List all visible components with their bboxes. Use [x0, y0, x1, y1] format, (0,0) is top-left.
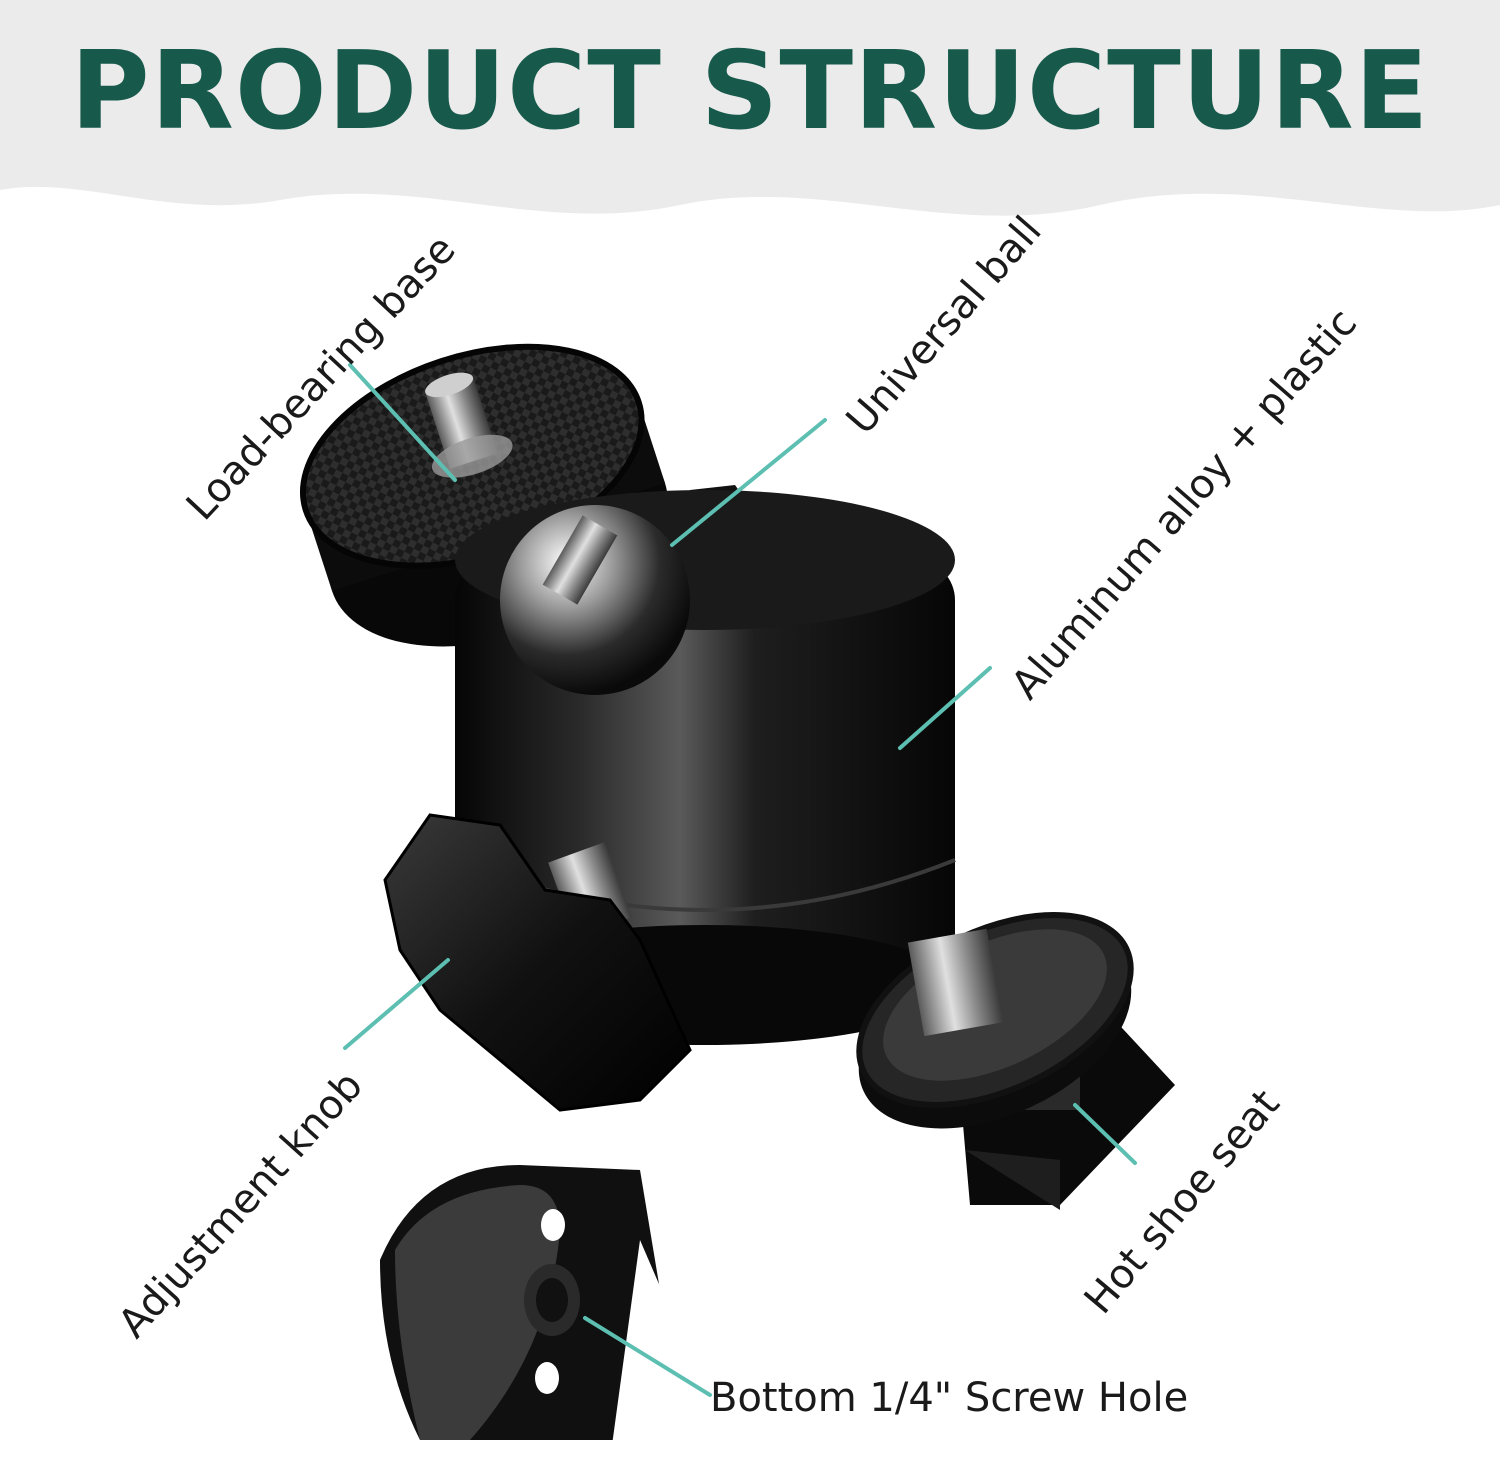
label-bottom-screw-hole: Bottom 1/4" Screw Hole — [710, 1375, 1189, 1421]
bottom-screw-hole-part — [380, 1165, 668, 1457]
leader-load-bearing-base — [348, 363, 457, 482]
leader-aluminum-alloy — [898, 666, 992, 750]
leader-universal-ball — [670, 418, 827, 547]
leader-hot-shoe-seat — [1073, 1103, 1137, 1165]
leader-lines — [343, 363, 1137, 1397]
leader-adjustment-knob — [343, 958, 450, 1050]
adjustment-knob-part — [383, 813, 692, 1112]
header-band — [0, 0, 1500, 216]
page-title: PRODUCT STRUCTURE — [70, 29, 1430, 154]
hot-shoe-seat-part — [856, 912, 1175, 1210]
leader-bottom-screw-hole — [583, 1316, 712, 1397]
